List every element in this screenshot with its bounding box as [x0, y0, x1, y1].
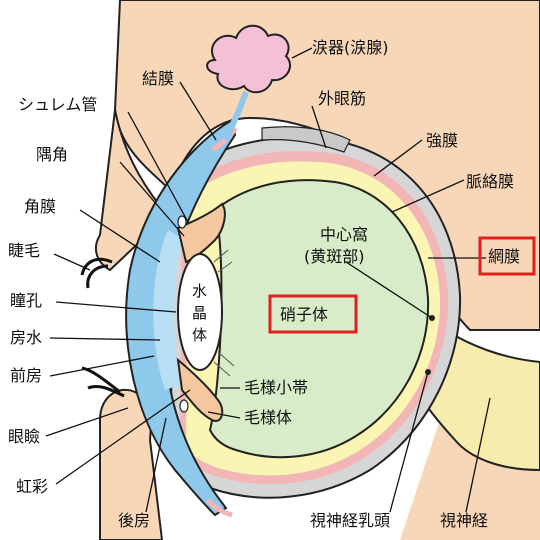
iris-lower [176, 357, 224, 422]
label-eyelid: 眼瞼 [8, 427, 40, 446]
schlemm-canal-lower [179, 399, 189, 413]
label-schlemm-canal: シュレム管 [18, 95, 97, 114]
label-lens-2: 晶 [192, 304, 207, 322]
anterior-chamber [153, 230, 182, 390]
skin-lower [99, 388, 164, 540]
label-lens-3: 体 [192, 326, 207, 344]
leader-lines [45, 47, 491, 513]
label-iris: 虹彩 [16, 477, 48, 496]
label-optic-nerve: 視神経 [440, 511, 488, 530]
retina-highlight-box [478, 236, 536, 276]
conjunctiva-edge [210, 126, 238, 153]
lens [177, 253, 223, 371]
conjunctiva-edge-lower [206, 498, 233, 518]
label-eyelash: 睫毛 [8, 241, 40, 260]
label-lacrimal-gland: 涙器(涙腺) [312, 38, 389, 57]
label-angle: 隅角 [36, 145, 68, 164]
label-fovea-line1: 中心窩 [320, 225, 368, 244]
label-posterior-chamber: 後房 [118, 511, 150, 530]
label-vitreous: 硝子体 [280, 305, 328, 324]
label-optic-disc: 視神経乳頭 [310, 511, 390, 530]
label-extraocular-muscle: 外眼筋 [318, 89, 366, 108]
label-fovea-line2: (黄斑部) [304, 247, 365, 266]
vitreous-highlight-box [268, 294, 358, 334]
eyelash-upper [80, 257, 113, 289]
label-choroid: 脈絡膜 [466, 172, 514, 191]
label-pupil: 瞳孔 [10, 291, 42, 310]
label-zonule: 毛様小帯 [244, 378, 308, 397]
label-aqueous: 房水 [10, 328, 42, 347]
extraocular-muscle [261, 126, 351, 153]
lacrimal-duct [223, 91, 249, 142]
eyelash-lower [81, 366, 125, 398]
label-anterior-chamber: 前房 [10, 366, 42, 385]
label-lens-1: 水 [192, 282, 207, 300]
label-ciliary-body: 毛様体 [244, 408, 292, 427]
label-conjunctiva: 結膜 [142, 69, 174, 88]
lacrimal-gland [206, 24, 291, 94]
zonule-fibers [213, 249, 235, 377]
schlemm-canal [177, 215, 187, 229]
label-sclera: 強膜 [426, 131, 458, 150]
label-retina: 網膜 [488, 247, 520, 266]
label-cornea: 角膜 [24, 197, 56, 216]
